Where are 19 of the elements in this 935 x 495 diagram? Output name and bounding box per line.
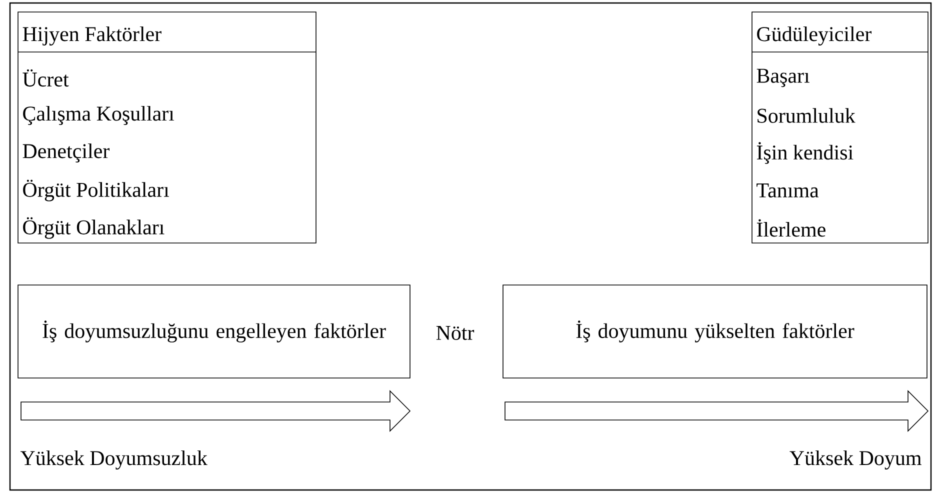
list-heading: Hijyen Faktörler bbox=[22, 26, 162, 46]
list-box bbox=[752, 12, 928, 244]
list-box bbox=[18, 12, 316, 244]
text-box: İş doyumsuzluğunu engelleyen faktörler bbox=[18, 284, 410, 378]
axis-label: Yüksek Doyum bbox=[790, 450, 922, 470]
list-item: İşin kendisi bbox=[756, 142, 854, 164]
list-item: Sorumluluk bbox=[758, 108, 856, 123]
list-item: Başarı bbox=[756, 68, 810, 88]
list-item: Örgüt Politikaları bbox=[23, 180, 169, 202]
list-item: İlerleme bbox=[756, 219, 826, 237]
list-item: Denetçiler bbox=[22, 143, 110, 163]
axis-label: Yüksek Doyumsuzluk bbox=[20, 450, 208, 470]
list-item: Örgüt Olanakları bbox=[23, 217, 164, 239]
list-item: Çalışma Koşulları bbox=[23, 106, 174, 126]
list-heading: Güdüleyiciler bbox=[757, 26, 872, 46]
axis-label: Nötr bbox=[436, 326, 474, 340]
text-box: İş doyumunu yükselten faktörler bbox=[502, 284, 928, 378]
list-item: Ücret bbox=[22, 69, 69, 87]
list-item: Tanıma bbox=[756, 184, 819, 198]
